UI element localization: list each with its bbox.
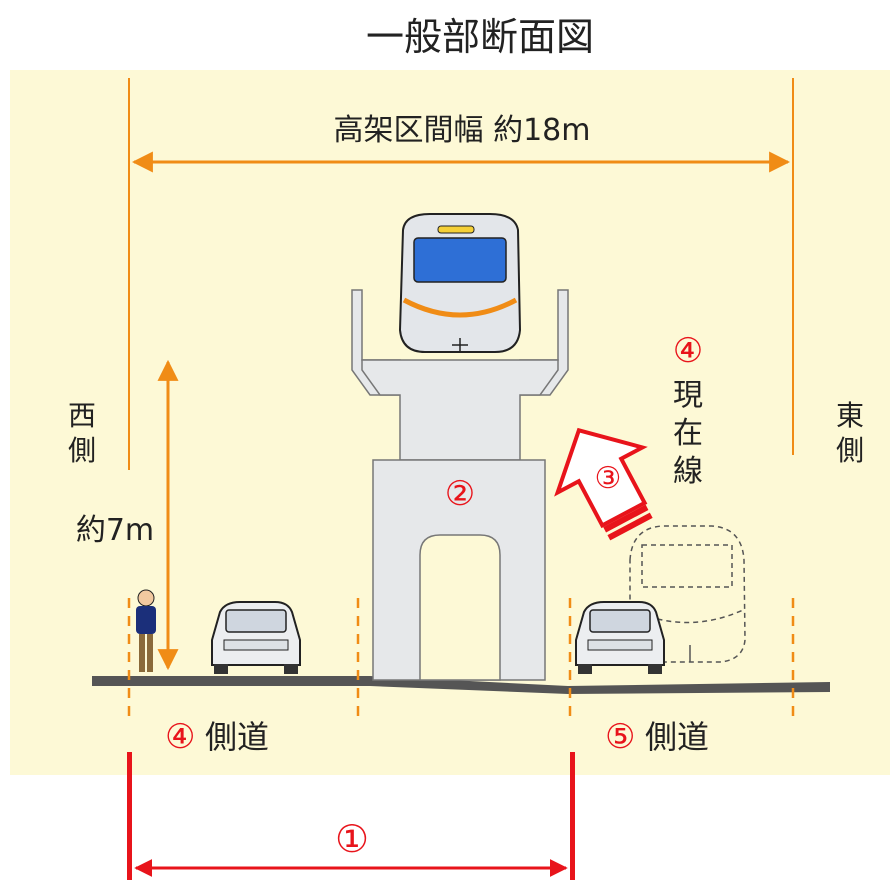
person-figure (136, 589, 156, 672)
svg-text:側道: 側道 (205, 718, 269, 756)
pier-number: ② (445, 474, 475, 514)
svg-text:現: 現 (673, 378, 703, 413)
bottom-number: ① (335, 817, 369, 861)
current-line-number: ④ (673, 331, 703, 371)
svg-text:東: 東 (836, 399, 864, 432)
svg-text:側道: 側道 (645, 718, 709, 756)
span-label: 高架区間幅 約18m (334, 113, 591, 148)
viaduct-pier (351, 289, 569, 681)
arrow-number: ③ (595, 461, 622, 496)
right-car (575, 601, 665, 674)
west-label: 西 側 (68, 399, 96, 467)
svg-text:在: 在 (673, 416, 703, 451)
svg-text:側: 側 (836, 434, 864, 467)
svg-text:側: 側 (68, 434, 96, 467)
east-label: 東 側 (836, 399, 864, 467)
left-side-road-label: ④ 側道 (165, 717, 269, 757)
svg-text:西: 西 (68, 399, 96, 432)
ground-line (92, 676, 830, 694)
road-divider-lines (127, 598, 795, 720)
svg-text:④: ④ (165, 717, 195, 757)
current-line-label: 現 在 線 (673, 378, 703, 489)
left-car (211, 601, 301, 674)
elevated-train (398, 213, 522, 353)
right-side-road-label: ⑤ 側道 (605, 717, 709, 757)
svg-text:⑤: ⑤ (605, 717, 635, 757)
height-label: 約7m (76, 513, 154, 548)
svg-text:線: 線 (673, 454, 703, 489)
transition-arrow (554, 427, 653, 541)
diagram-title: 一般部断面図 (366, 15, 594, 59)
bottom-bracket (127, 752, 575, 880)
